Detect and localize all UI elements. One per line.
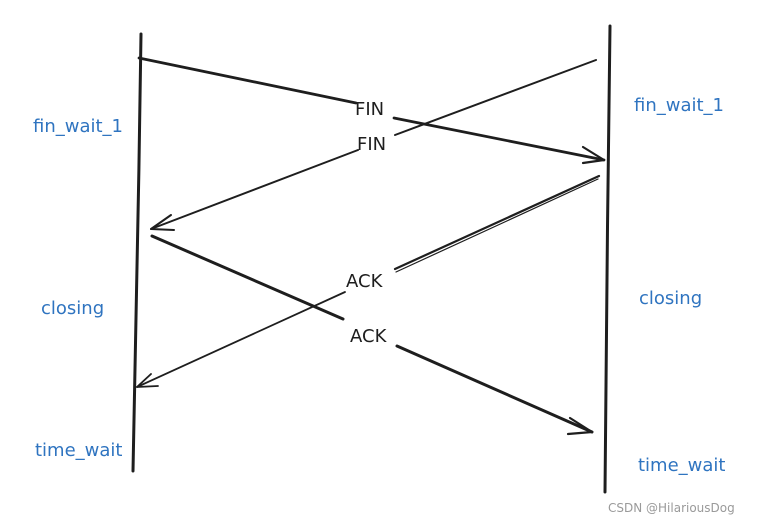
ack-label-left-to-right: ACK [350, 326, 388, 347]
fin-label-right-to-left: FIN [357, 134, 386, 155]
watermark: CSDN @HilariousDog [608, 501, 735, 515]
fin-label-left-to-right: FIN [355, 99, 384, 120]
right-state-closing: closing [639, 288, 702, 309]
left-state-time-wait: time_wait [35, 440, 122, 461]
right-state-time-wait: time_wait [638, 455, 725, 476]
left-timeline [131, 32, 143, 473]
right-timeline [603, 24, 612, 494]
right-state-fin-wait-1: fin_wait_1 [634, 95, 724, 116]
left-state-closing: closing [41, 298, 104, 319]
ack-label-right-to-left: ACK [346, 271, 384, 292]
fin-left-to-right-arrow [137, 56, 606, 165]
fin-right-to-left-arrow [150, 59, 597, 231]
ack-left-to-right-arrow [150, 234, 594, 436]
ack-right-to-left-arrow [136, 174, 601, 388]
left-state-fin-wait-1: fin_wait_1 [33, 116, 123, 137]
